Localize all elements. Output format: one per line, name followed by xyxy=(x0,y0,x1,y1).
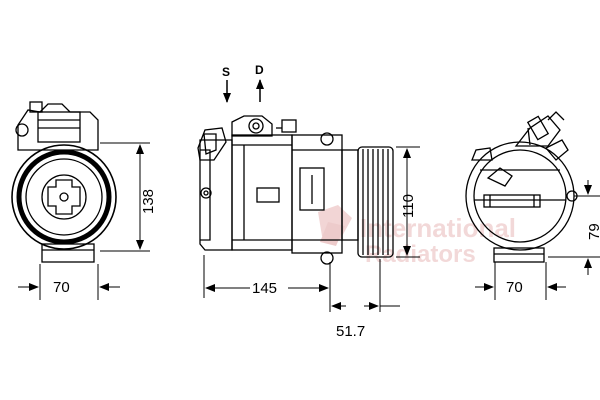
right-height-dimension xyxy=(548,180,600,275)
right-width-dimension xyxy=(475,262,566,300)
middle-length-label: 145 xyxy=(252,280,277,297)
discharge-label: D xyxy=(255,63,264,77)
left-height-label: 138 xyxy=(140,189,157,214)
left-view xyxy=(11,101,117,263)
middle-height-dimension xyxy=(396,146,420,258)
left-width-label: 70 xyxy=(53,279,70,296)
watermark: International Radiators xyxy=(318,205,516,268)
pulley-width-label: 51.7 xyxy=(336,323,365,340)
middle-length-dimension xyxy=(203,255,331,312)
right-width-label: 70 xyxy=(506,279,523,296)
left-height-dimension xyxy=(100,142,150,252)
watermark-line2: Radiators xyxy=(365,241,476,268)
middle-height-label: 110 xyxy=(400,194,417,218)
middle-view xyxy=(197,115,394,265)
suction-label: S xyxy=(222,65,230,79)
left-width-dimension xyxy=(18,264,120,300)
pulley-width-dimension xyxy=(331,259,400,312)
right-height-label: 79 xyxy=(586,223,600,240)
watermark-line1: International xyxy=(360,213,516,243)
